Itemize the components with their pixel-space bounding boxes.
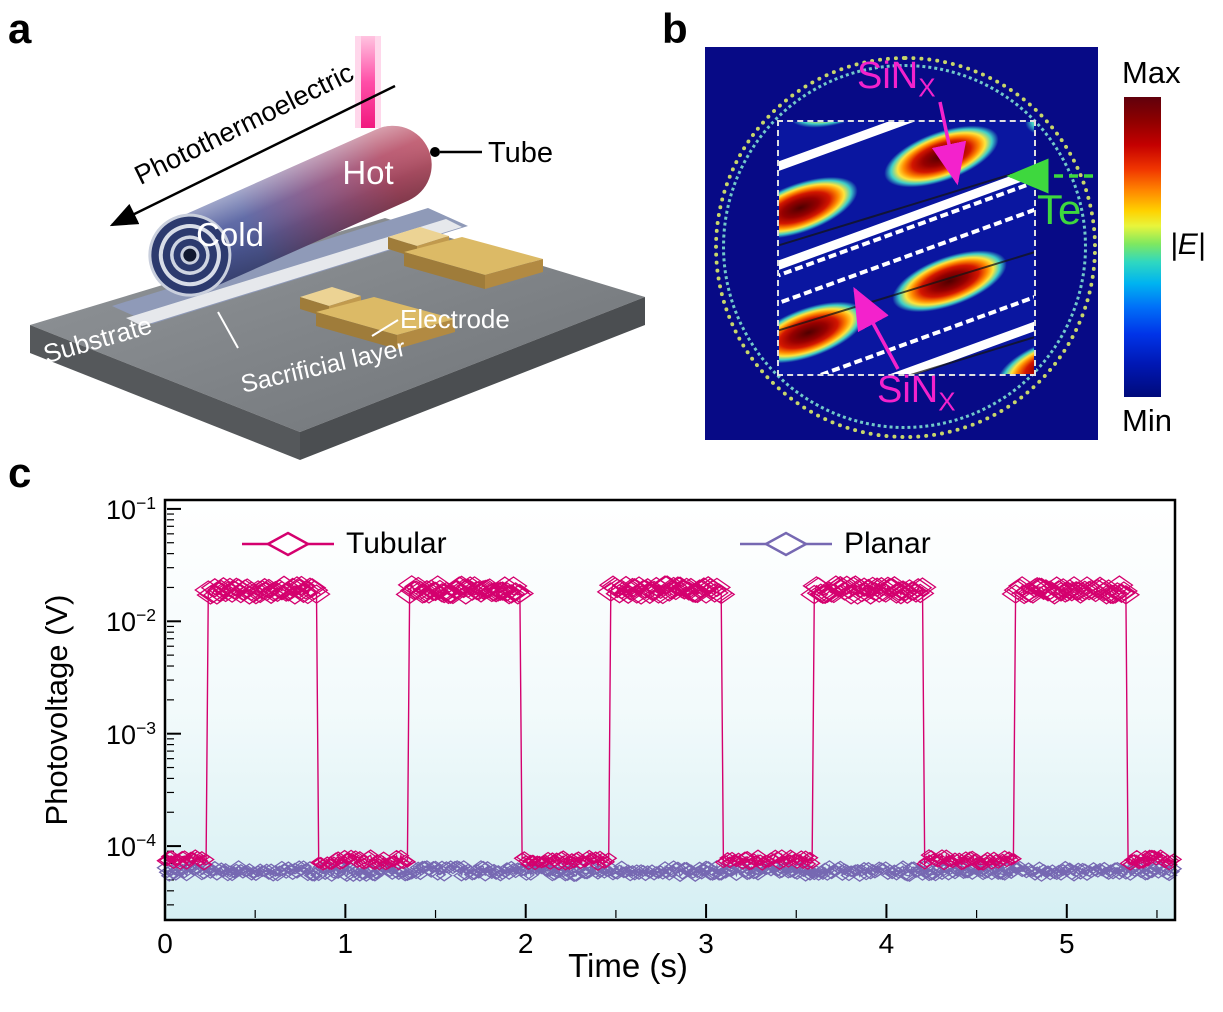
- y-axis-label: Photovoltage (V): [39, 594, 74, 826]
- plot-area: [165, 500, 1175, 920]
- tube-label: Tube: [488, 137, 553, 169]
- photothermoelectric-arrow: [109, 84, 396, 227]
- legend-marker-planar: [740, 531, 832, 557]
- legend-label-planar: Planar: [844, 527, 931, 560]
- substrate-left-face: [30, 325, 300, 460]
- field-inset: [777, 120, 1036, 376]
- te-label: Te: [1037, 186, 1082, 233]
- x-tick-label: 5: [1058, 928, 1075, 959]
- tube-rolled-end: [148, 213, 232, 297]
- hot-label: Hot: [342, 154, 393, 191]
- y-tick-label: 10−1: [105, 492, 156, 525]
- laser-beam: [355, 36, 381, 128]
- legend-label-tubular: Tubular: [346, 527, 447, 560]
- colorbar-quantity-label: |E|: [1170, 228, 1206, 261]
- panel-c-label: c: [8, 449, 32, 496]
- sinx-label-bottom: SiNX: [877, 371, 956, 415]
- sinx-subscript: X: [938, 386, 956, 417]
- sacrificial-layer-sheet: [126, 219, 462, 326]
- electrode-lower: [300, 287, 455, 349]
- legend-item-planar: Planar: [740, 527, 931, 561]
- series-markers-tubular: [156, 575, 1183, 871]
- colorbar-min-label: Min: [1122, 403, 1172, 438]
- electrode-label: Electrode: [400, 304, 510, 334]
- x-axis-label: Time (s): [568, 947, 688, 984]
- colorbar-max-label: Max: [1122, 55, 1181, 90]
- x-tick-label: 0: [157, 928, 173, 959]
- plot-frame: [163, 498, 1177, 922]
- panel-a-label: a: [8, 5, 32, 52]
- sacrificial-pointer-line: [217, 311, 239, 349]
- legend-item-tubular: Tubular: [242, 527, 447, 561]
- tube-wall-ring-outer: [714, 56, 1097, 439]
- electrode-pointer-line: [371, 319, 399, 337]
- sinx-text: SiN: [857, 55, 919, 97]
- colorbar: Max |E| Min: [1122, 55, 1222, 475]
- x-tick-label: 3: [698, 928, 714, 959]
- sinx-subscript: X: [918, 72, 936, 103]
- colorbar-gradient: [1124, 97, 1161, 397]
- x-tick-label: 1: [337, 928, 354, 959]
- sinx-text: SiN: [877, 369, 939, 411]
- x-tick-label: 2: [517, 928, 534, 959]
- field-simulation: SiNX SiNX Te: [705, 47, 1098, 440]
- device-schematic: Photothermoelectric Hot Cold Tube Electr…: [30, 36, 645, 460]
- legend-marker-tubular: [242, 531, 334, 557]
- y-tick-label: 10−3: [105, 717, 156, 750]
- x-tick-label: 4: [878, 928, 895, 959]
- tube-pointer-dot: [430, 147, 440, 157]
- cold-label: Cold: [196, 216, 264, 253]
- panel-b-label: b: [662, 5, 688, 52]
- tube-wall-ring-inner: [722, 64, 1087, 429]
- substrate-front-face: [300, 297, 645, 460]
- legend-diamond-planar: [763, 531, 809, 557]
- sinx-label-top: SiNX: [857, 57, 936, 101]
- legend-diamond-tubular: [265, 531, 311, 557]
- y-tick-label: 10−2: [105, 605, 156, 638]
- tube: [148, 125, 432, 297]
- electrode-upper: [388, 227, 543, 289]
- y-tick-label: 10−4: [105, 830, 156, 863]
